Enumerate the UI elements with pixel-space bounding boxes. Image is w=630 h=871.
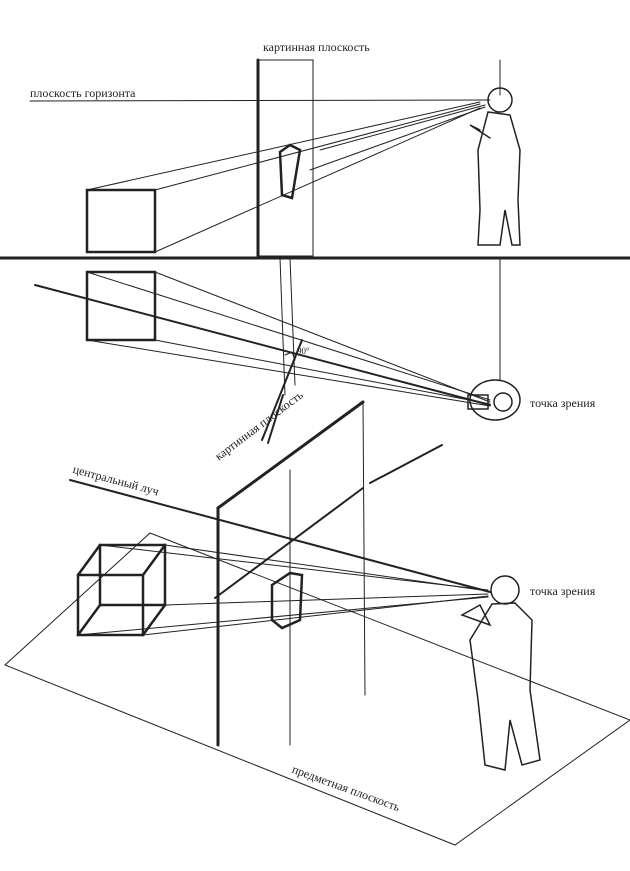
central-ray bbox=[69, 479, 491, 593]
label-viewpoint-plan: точка зрения bbox=[530, 396, 596, 410]
observer-persp bbox=[460, 575, 541, 771]
horizon-line bbox=[29, 99, 491, 102]
label-viewpoint-persp: точка зрения bbox=[530, 584, 596, 598]
label-picture-plane-top: картинная плоскость bbox=[263, 40, 370, 54]
cube bbox=[76, 543, 167, 637]
observer-plan bbox=[467, 379, 521, 421]
box-front bbox=[85, 188, 157, 254]
label-angle: 90° bbox=[297, 346, 310, 356]
box-image-side bbox=[278, 143, 302, 200]
observer-side bbox=[469, 87, 521, 246]
picture-plane-side bbox=[257, 59, 314, 257]
label-horizon-plane: плоскость горизонта bbox=[30, 86, 136, 100]
picture-plane-plan bbox=[261, 339, 303, 441]
perspective-view bbox=[4, 394, 630, 846]
side-view bbox=[0, 58, 630, 260]
object-plane bbox=[4, 532, 630, 846]
box-plan bbox=[85, 270, 157, 342]
plan-view bbox=[34, 257, 501, 441]
